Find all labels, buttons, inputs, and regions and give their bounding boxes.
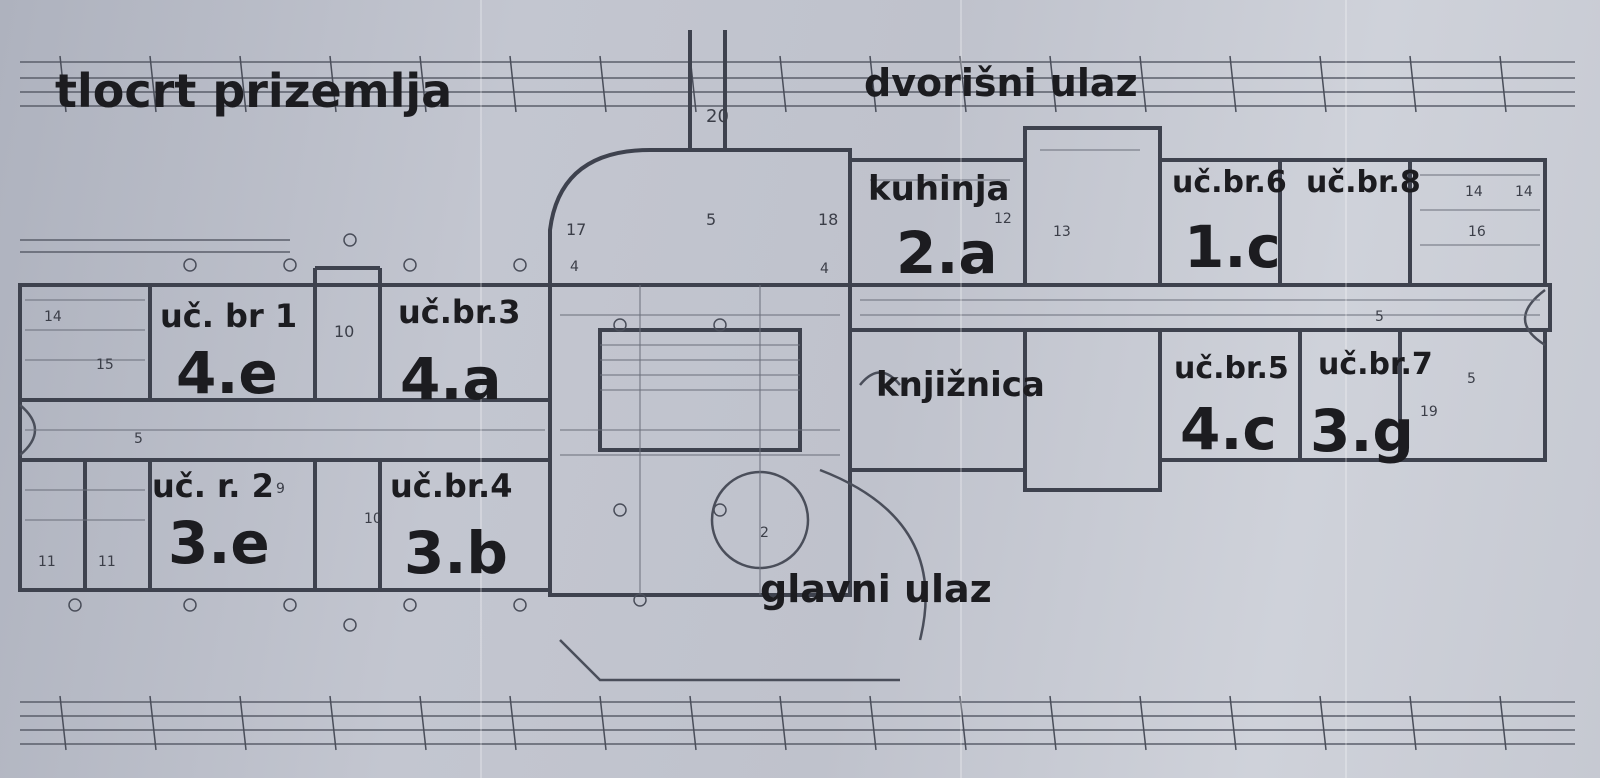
room-number: 18 <box>818 210 839 229</box>
kitchen-label: kuhinja <box>868 169 1010 209</box>
classroom-3-label: uč.br.3 <box>398 293 521 331</box>
paper-fold <box>1345 0 1347 778</box>
classroom-6-label: uč.br.6 <box>1172 165 1287 200</box>
room-number: 17 <box>566 220 587 239</box>
room-number: 5 <box>1375 309 1384 325</box>
classroom-2-label: uč. r. 2 <box>152 467 274 505</box>
room-number: 13 <box>1053 224 1071 240</box>
room-number: 14 <box>44 309 62 325</box>
room-number: 10 <box>334 322 355 341</box>
plan-details <box>25 149 1540 595</box>
room-number: 15 <box>96 357 114 373</box>
classroom-3-grade: 4.a <box>400 345 502 413</box>
room-number: 20 <box>706 106 729 127</box>
classroom-5-grade: 4.c <box>1180 395 1277 463</box>
classroom-4-grade: 3.b <box>404 519 508 587</box>
room-number: 10 <box>364 511 382 527</box>
room-number: 9 <box>276 481 285 497</box>
room-number: 2 <box>760 525 769 541</box>
room-number: 12 <box>994 211 1012 227</box>
plan-title: tlocrt prizemlja <box>55 64 453 118</box>
yard-entrance-label: dvorišni ulaz <box>864 61 1138 105</box>
classroom-1-grade: 4.e <box>176 339 278 407</box>
library-label: knjižnica <box>876 365 1045 405</box>
room-number: 16 <box>1468 224 1486 240</box>
classroom-7-label: uč.br.7 <box>1318 347 1433 382</box>
classroom-5-label: uč.br.5 <box>1174 351 1289 386</box>
dimension-ticks <box>59 55 1507 751</box>
room-number: 5 <box>134 431 143 447</box>
classroom-6-grade: 1.c <box>1184 213 1281 281</box>
classroom-2-grade: 3.e <box>168 509 270 577</box>
room-number: 19 <box>1420 404 1438 420</box>
main-entrance-label: glavni ulaz <box>760 567 992 611</box>
kitchen-grade: 2.a <box>896 219 998 287</box>
top-dimension-lines <box>20 61 1575 253</box>
room-number: 11 <box>38 554 56 570</box>
paper-fold <box>960 0 962 778</box>
bottom-dimension-lines <box>20 701 1575 745</box>
room-number: 5 <box>1467 371 1476 387</box>
room-number: 14 <box>1515 184 1533 200</box>
classroom-8-label: uč.br.8 <box>1306 165 1421 200</box>
classroom-7-grade: 3.g <box>1310 397 1414 465</box>
classroom-4-label: uč.br.4 <box>390 467 513 505</box>
room-number: 4 <box>820 261 829 277</box>
room-number: 4 <box>570 259 579 275</box>
paper-fold <box>480 0 482 778</box>
room-number: 11 <box>98 554 116 570</box>
room-number: 5 <box>706 210 717 229</box>
grid-markers <box>68 233 727 632</box>
classroom-1-label: uč. br 1 <box>160 297 298 335</box>
room-number: 14 <box>1465 184 1483 200</box>
